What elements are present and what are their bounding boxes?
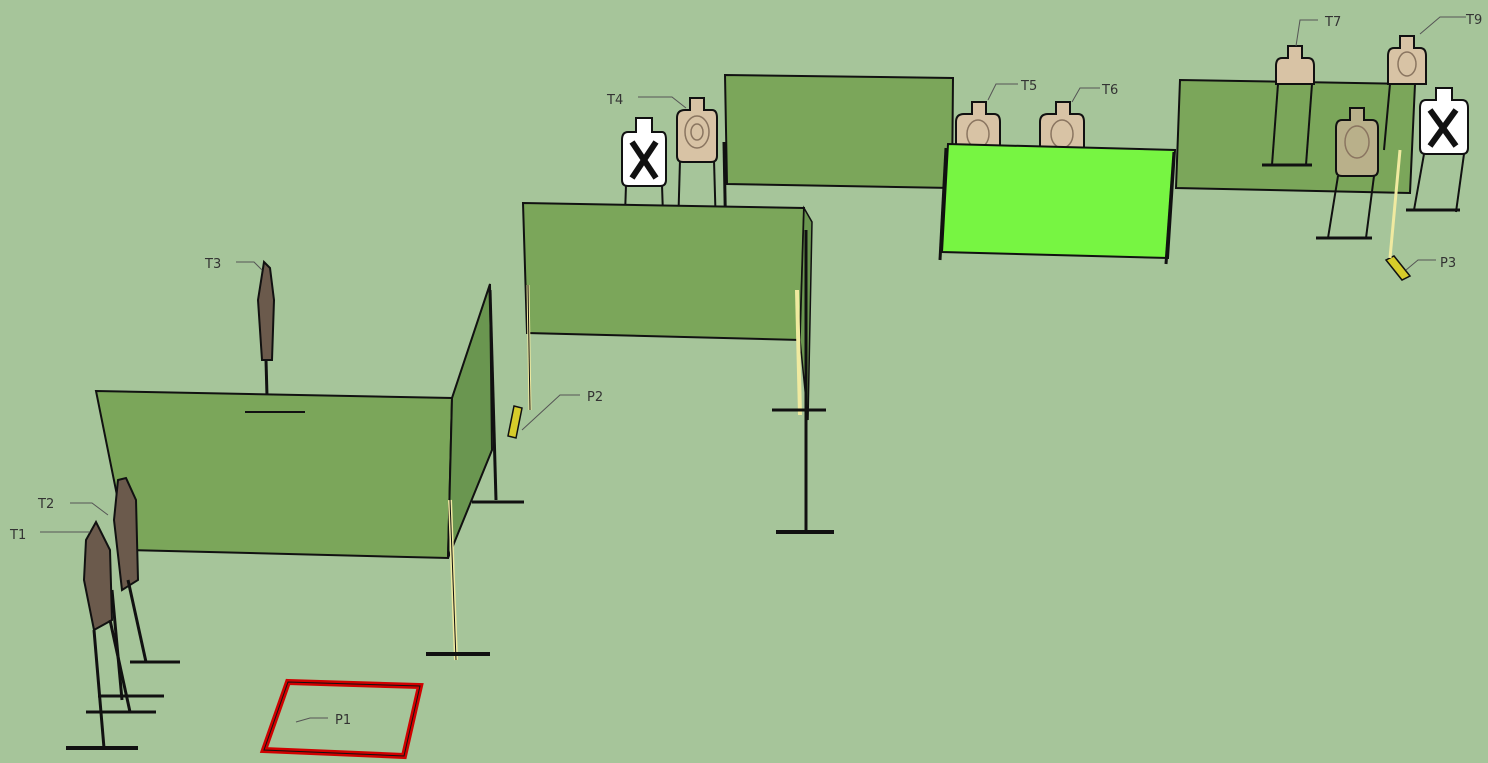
label-t1: T1: [9, 528, 26, 543]
wall-middle: [521, 201, 834, 534]
label-t6: T6: [1101, 83, 1118, 98]
label-t9: T9: [1465, 13, 1482, 28]
wall-far-right: [1174, 78, 1417, 195]
wall-front-left: [94, 283, 524, 661]
target-t8: [1316, 107, 1379, 240]
label-t3: T3: [204, 257, 221, 272]
target-t5: [955, 101, 1001, 151]
wall-highlighted: [938, 142, 1177, 265]
target-t9: [1383, 35, 1427, 151]
label-p3: P3: [1440, 256, 1456, 271]
wall-back-middle: [723, 73, 955, 190]
target-t7: [1262, 45, 1315, 167]
callout-leaders: [40, 16, 1466, 723]
no-shoot-target-right: [1406, 87, 1469, 213]
target-t6: [1039, 101, 1085, 151]
label-t5: T5: [1020, 79, 1037, 94]
target-t2: [98, 476, 180, 701]
marker-p2: [507, 405, 523, 439]
label-t2: T2: [37, 497, 54, 512]
label-p1: P1: [335, 713, 351, 728]
label-t4: T4: [606, 93, 623, 108]
marker-p3: [1384, 149, 1412, 281]
label-p2: P2: [587, 390, 603, 405]
label-t7: T7: [1324, 15, 1341, 30]
shooting-box-p1: [259, 678, 424, 760]
no-shoot-target-left: [620, 117, 668, 247]
target-t1: [66, 519, 156, 750]
